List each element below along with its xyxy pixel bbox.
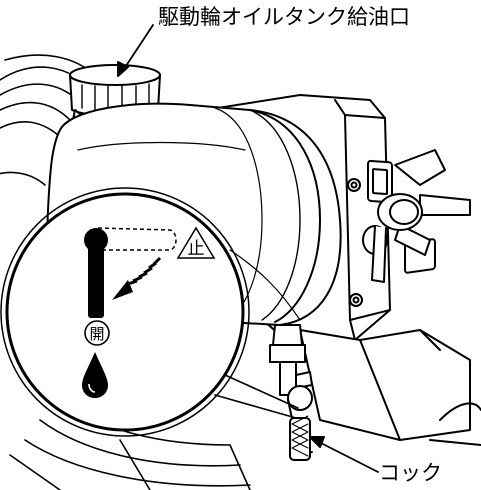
filler-leader-arrowhead xyxy=(117,61,129,77)
rotation-arrowhead xyxy=(112,280,133,300)
open-mark: 開 xyxy=(89,325,104,343)
closed-position-outline xyxy=(97,227,177,251)
stop-triangle xyxy=(176,226,216,259)
stop-mark: 止 xyxy=(188,239,205,259)
cock-leader-line xyxy=(314,439,379,473)
inset-pointer-lines xyxy=(214,374,299,419)
open-circle xyxy=(84,320,110,346)
lever-assembly xyxy=(362,149,471,283)
cock-leader-arrowhead xyxy=(309,436,325,448)
rotation-arrow xyxy=(127,256,162,286)
drain-cock xyxy=(269,324,313,461)
filler-leader-line xyxy=(121,24,154,73)
inset-contents: 止 開 xyxy=(82,226,216,398)
oil-drop-highlight xyxy=(88,383,96,393)
lever-bar xyxy=(88,240,104,318)
cock-label: コック xyxy=(379,461,442,485)
oil-tank-filler-label: 駆動輪オイルタンク給油口 xyxy=(158,5,410,29)
